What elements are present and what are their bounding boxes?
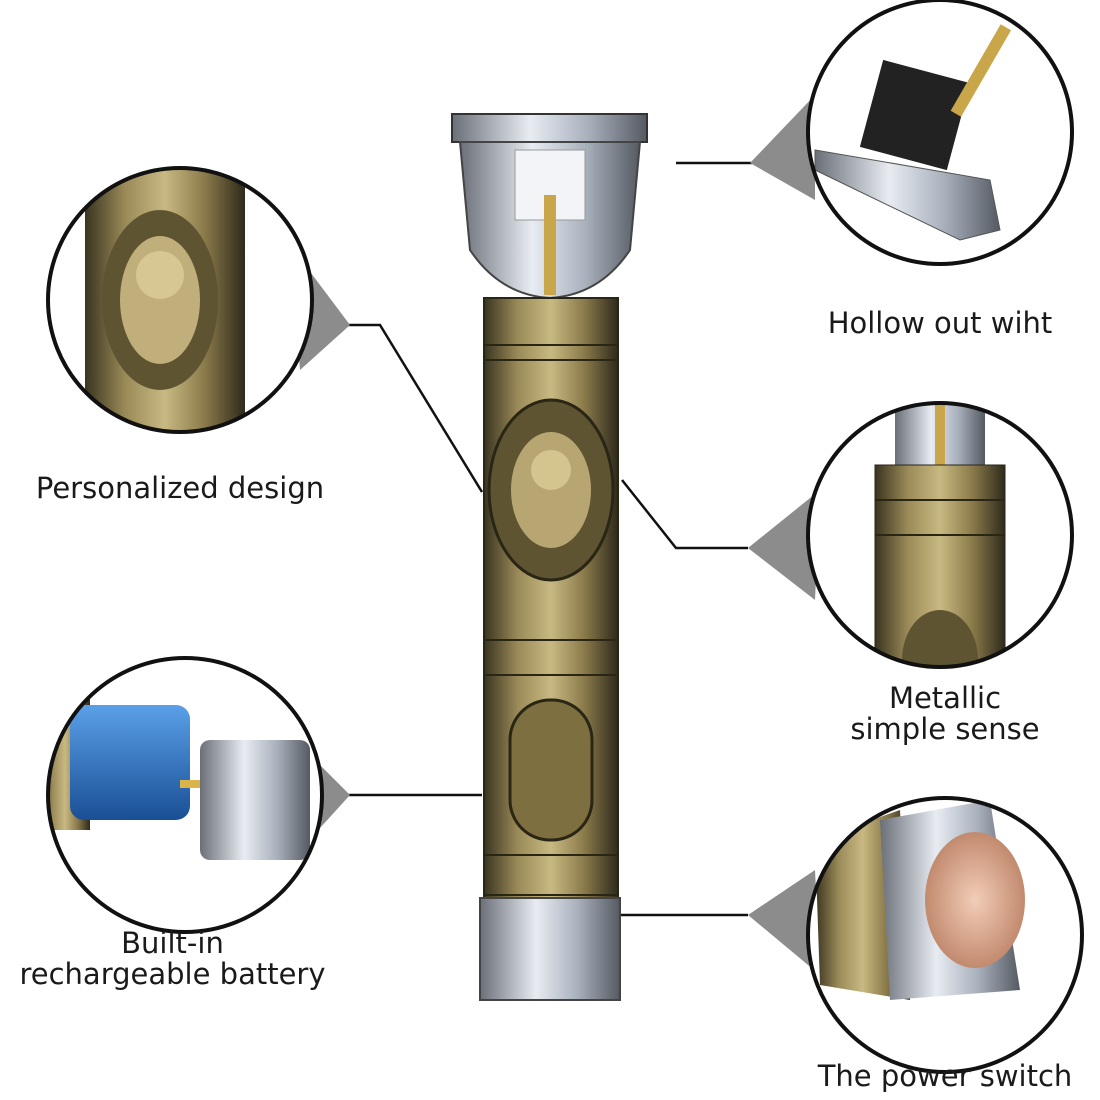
label-power-switch: The power switch bbox=[817, 1059, 1073, 1093]
callout-circle-battery bbox=[46, 656, 324, 934]
label-battery-line1: Built-in bbox=[121, 926, 224, 960]
trimmer-blade bbox=[451, 113, 648, 143]
connector-lines bbox=[345, 161, 752, 917]
label-metallic-line1: Metallic bbox=[888, 681, 1002, 715]
label-hollow-out: Hollow out wiht bbox=[827, 306, 1053, 340]
trimmer-base bbox=[479, 897, 621, 1001]
callout-circle-switch bbox=[806, 796, 1084, 1074]
trimmer bbox=[451, 113, 648, 1001]
callout-circle-metallic bbox=[806, 401, 1074, 669]
label-metallic-line2: simple sense bbox=[850, 712, 1040, 746]
label-metallic: Metallic simple sense bbox=[790, 683, 1100, 745]
label-personalized-design: Personalized design bbox=[35, 471, 325, 505]
label-battery: Built-in rechargeable battery bbox=[0, 928, 345, 990]
callout-circle-blade bbox=[806, 0, 1074, 266]
callout-circle-design bbox=[46, 166, 314, 434]
label-battery-line2: rechargeable battery bbox=[19, 957, 326, 991]
